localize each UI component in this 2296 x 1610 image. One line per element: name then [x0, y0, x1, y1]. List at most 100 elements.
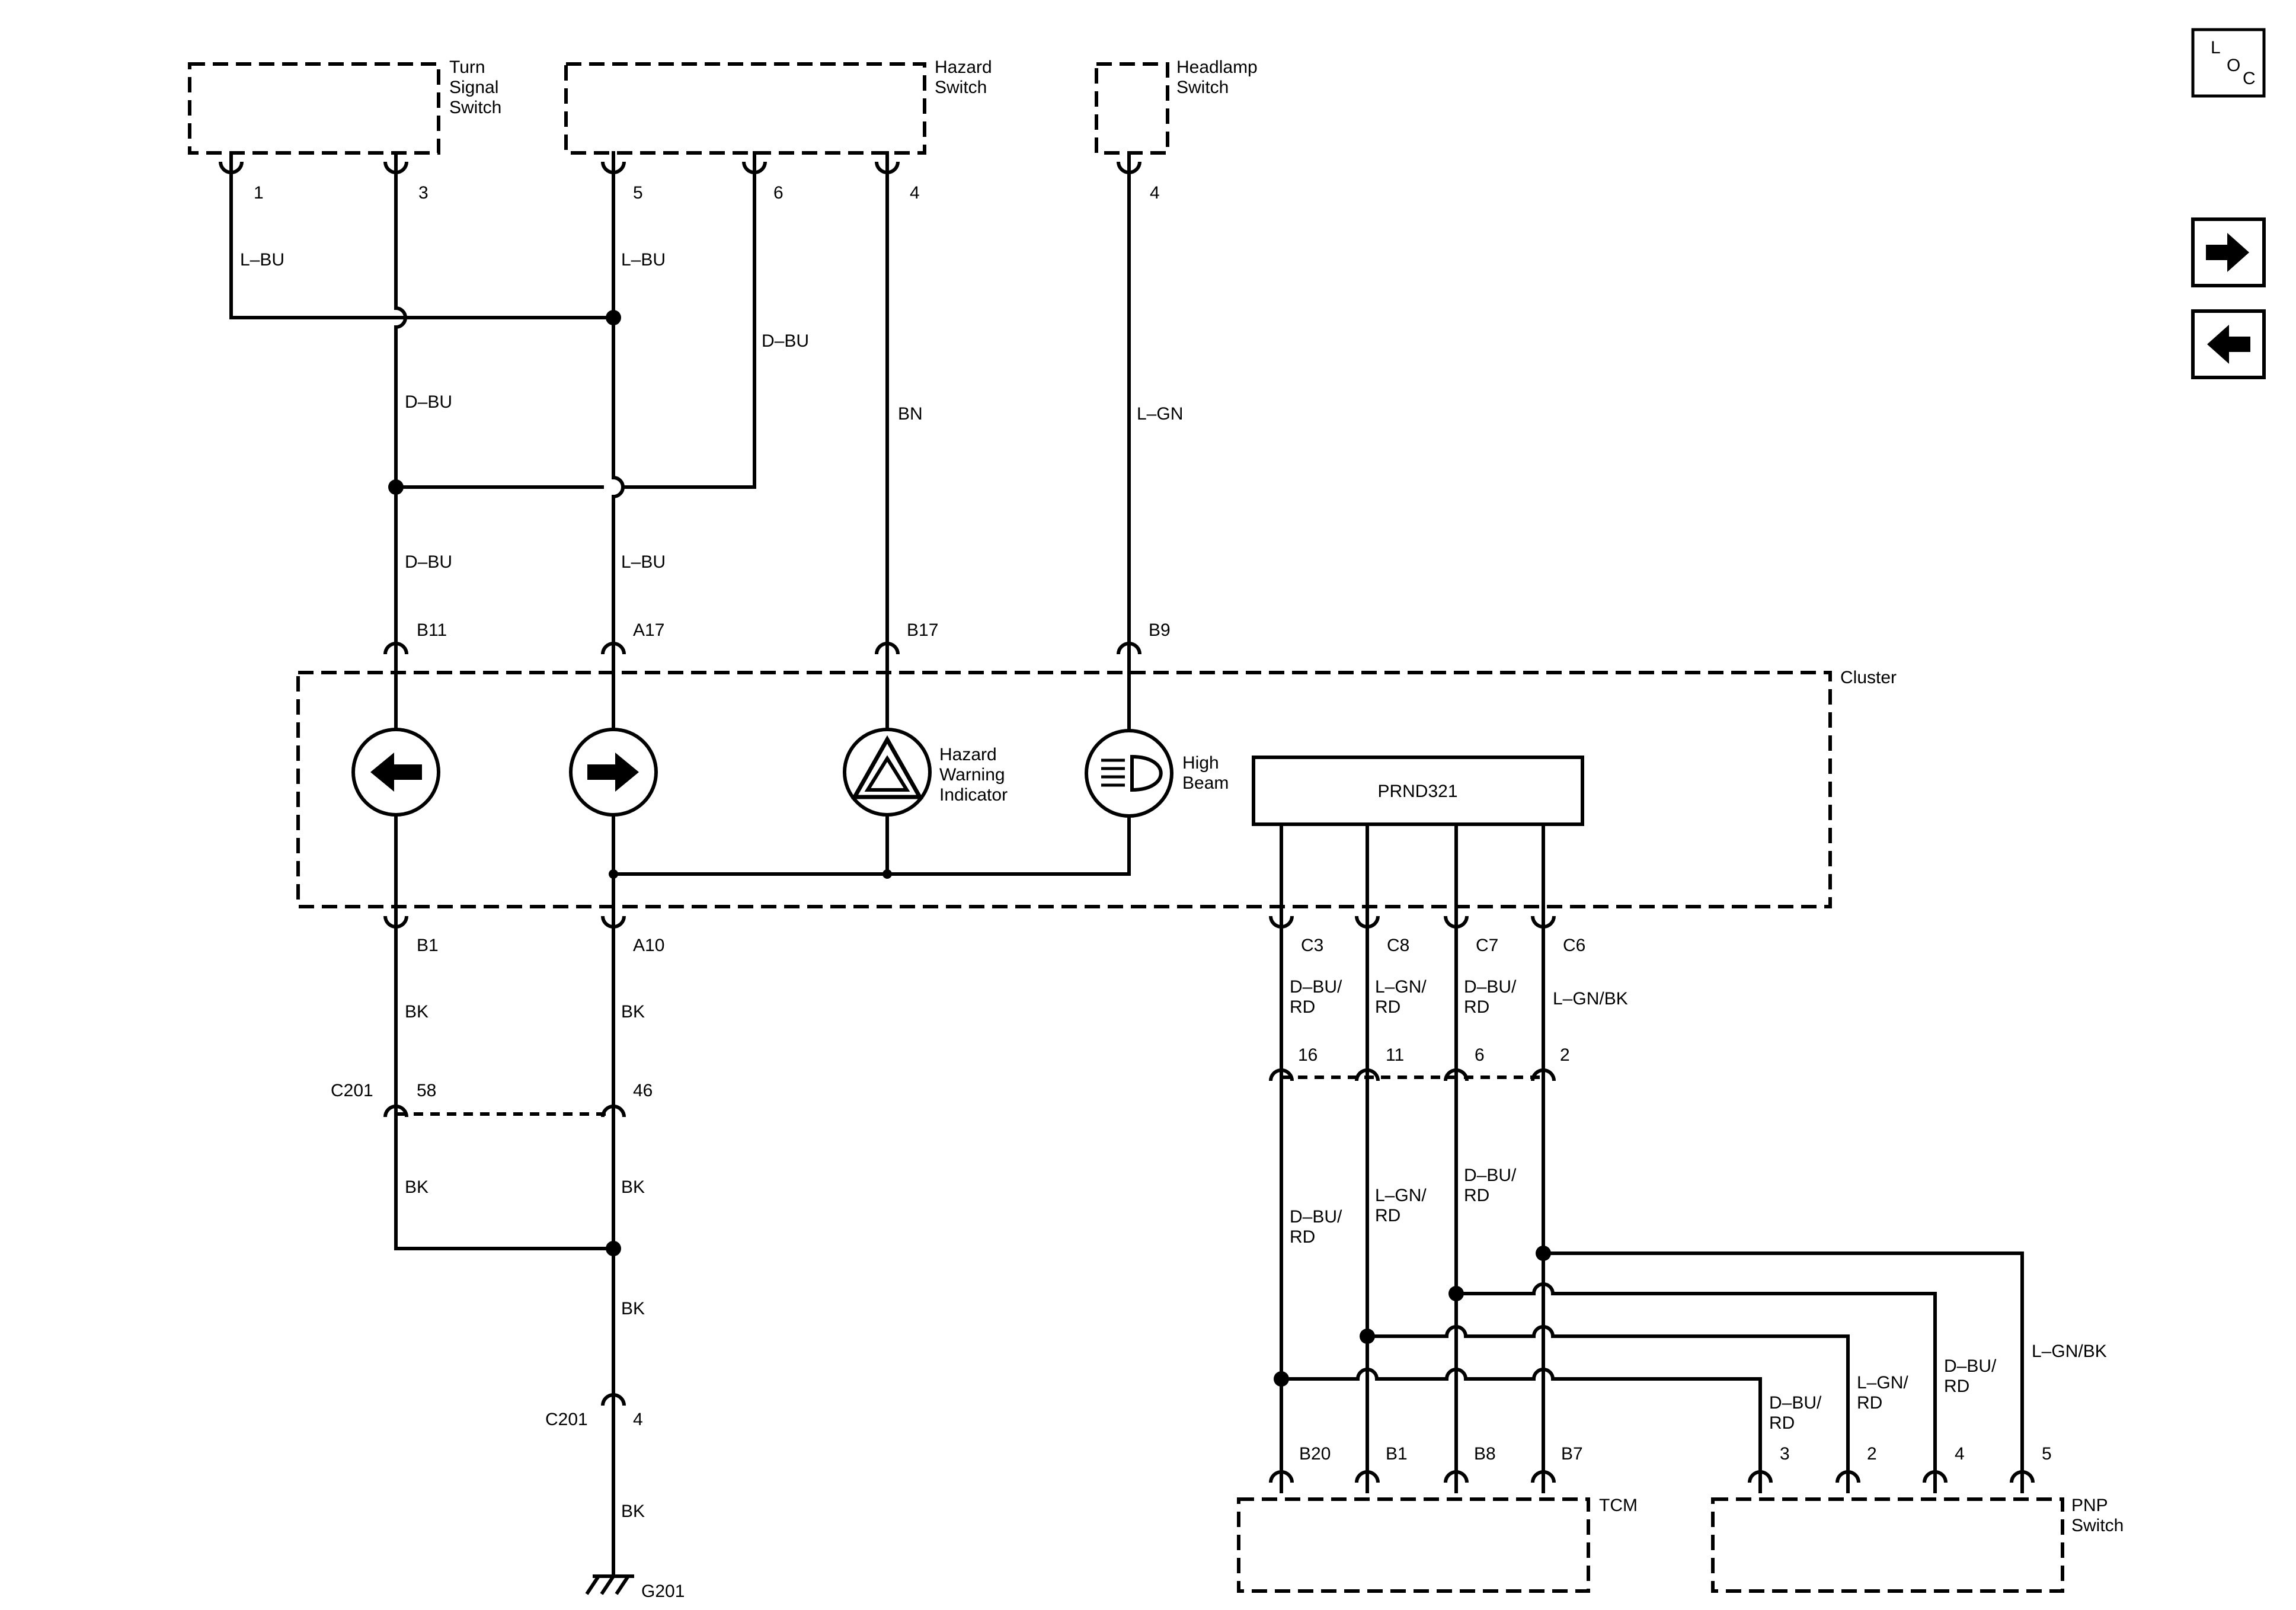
connector-pin — [601, 1098, 626, 1128]
connector-pin — [1444, 1062, 1469, 1092]
connector-pin — [1269, 905, 1294, 935]
connector-pin — [1531, 1062, 1556, 1092]
svg-text:D–BU/RD: D–BU/RD — [1290, 977, 1342, 1017]
svg-text:4: 4 — [910, 183, 920, 203]
svg-text:BK: BK — [405, 1177, 428, 1197]
connector-pin — [1355, 905, 1380, 935]
connector-pin — [1444, 905, 1469, 935]
svg-text:1: 1 — [254, 183, 264, 203]
svg-text:L–BU: L–BU — [621, 552, 666, 572]
connector-pin — [1355, 1062, 1380, 1092]
hazard-triangle-icon — [850, 735, 924, 799]
splice-dot — [609, 869, 618, 879]
svg-text:TCM: TCM — [1599, 1496, 1638, 1515]
left-turn-indicator — [351, 728, 440, 817]
wires — [229, 178, 1545, 1576]
svg-text:B7: B7 — [1561, 1444, 1583, 1464]
connector-pin — [383, 905, 408, 935]
connector-pin — [383, 635, 408, 665]
svg-text:BN: BN — [898, 404, 923, 424]
connector-pin — [219, 151, 244, 181]
svg-text:D–BU: D–BU — [405, 392, 452, 412]
svg-text:C201: C201 — [331, 1081, 373, 1100]
connector-pin — [1835, 1464, 1860, 1493]
connector-pins — [219, 151, 2035, 1493]
splice-dot — [606, 1241, 621, 1256]
svg-text:O: O — [2227, 56, 2240, 75]
connector-pin — [742, 151, 767, 181]
svg-text:46: 46 — [633, 1081, 653, 1100]
connector-pin — [1531, 1464, 1556, 1493]
forward-button[interactable] — [2191, 217, 2266, 287]
svg-text:BK: BK — [405, 1002, 428, 1022]
svg-text:5: 5 — [2042, 1444, 2052, 1464]
splice-dot — [606, 310, 621, 325]
connector-pin — [383, 151, 408, 181]
pnp-branches — [1281, 1251, 2024, 1470]
loc-button[interactable]: L O C — [2191, 28, 2266, 98]
svg-text:C: C — [2243, 69, 2256, 88]
connector-pin — [1117, 635, 1141, 665]
svg-text:D–BU/RD: D–BU/RD — [1464, 1166, 1517, 1205]
svg-text:C6: C6 — [1563, 936, 1585, 955]
svg-text:B11: B11 — [417, 620, 447, 640]
back-button[interactable] — [2191, 309, 2266, 379]
connector-pin — [1355, 1464, 1380, 1493]
svg-text:4: 4 — [633, 1410, 643, 1429]
svg-text:B8: B8 — [1474, 1444, 1496, 1464]
svg-text:B17: B17 — [907, 620, 938, 640]
svg-text:L–GN/RD: L–GN/RD — [1375, 977, 1427, 1017]
high-beam-icon — [1101, 754, 1163, 792]
svg-text:B1: B1 — [1386, 1444, 1408, 1464]
svg-text:5: 5 — [633, 183, 643, 203]
svg-text:C8: C8 — [1387, 936, 1409, 955]
svg-text:L–GN: L–GN — [1137, 404, 1183, 424]
splices — [388, 310, 1551, 1387]
svg-text:B1: B1 — [417, 936, 439, 955]
ground-symbol: G201 — [585, 1574, 685, 1601]
splice-dot — [1536, 1246, 1551, 1261]
svg-text:C201: C201 — [545, 1410, 588, 1429]
splice-dot — [388, 479, 404, 495]
connector-pin — [1923, 1464, 1948, 1493]
connector-pin — [601, 151, 626, 181]
svg-text:4: 4 — [1955, 1444, 1965, 1464]
svg-text:D–BU/RD: D–BU/RD — [1944, 1356, 1997, 1396]
svg-text:A10: A10 — [633, 936, 664, 955]
splice-dot — [1274, 1371, 1289, 1387]
connector-pin — [1269, 1464, 1294, 1493]
connector-pin — [1748, 1464, 1773, 1493]
svg-text:11: 11 — [1386, 1045, 1404, 1065]
svg-text:D–BU: D–BU — [405, 552, 452, 572]
svg-text:L–BU: L–BU — [621, 250, 666, 270]
connector-pin — [601, 1387, 626, 1416]
tcm: TCM — [1237, 1496, 1638, 1593]
splice-dot — [1448, 1286, 1464, 1301]
cluster-label: Cluster — [1840, 668, 1897, 687]
arrow-right-icon — [2206, 233, 2249, 272]
connector-pin — [601, 905, 626, 935]
wire-labels: L–BU L–BU D–BU D–BU BN L–GN D–BU L–BU BK… — [240, 250, 2107, 1521]
svg-text:4: 4 — [1150, 183, 1160, 203]
arrow-right-icon — [587, 753, 639, 792]
connector-pin — [875, 151, 900, 181]
svg-text:D–BU/RD: D–BU/RD — [1769, 1393, 1822, 1433]
svg-text:BK: BK — [621, 1502, 645, 1521]
connector-pin — [1444, 1464, 1469, 1493]
svg-text:6: 6 — [773, 183, 784, 203]
svg-text:58: 58 — [417, 1081, 436, 1100]
svg-text:A17: A17 — [633, 620, 664, 640]
pin-labels: 1 3 5 6 4 4 B11 A17 B17 B9 B1 A10 C3 C8 … — [254, 183, 2052, 1464]
svg-text:L–GN/RD: L–GN/RD — [1857, 1373, 1908, 1413]
svg-text:BK: BK — [621, 1177, 645, 1197]
svg-text:G201: G201 — [641, 1582, 685, 1601]
svg-text:C3: C3 — [1301, 936, 1323, 955]
connector-pin — [1269, 1062, 1294, 1092]
